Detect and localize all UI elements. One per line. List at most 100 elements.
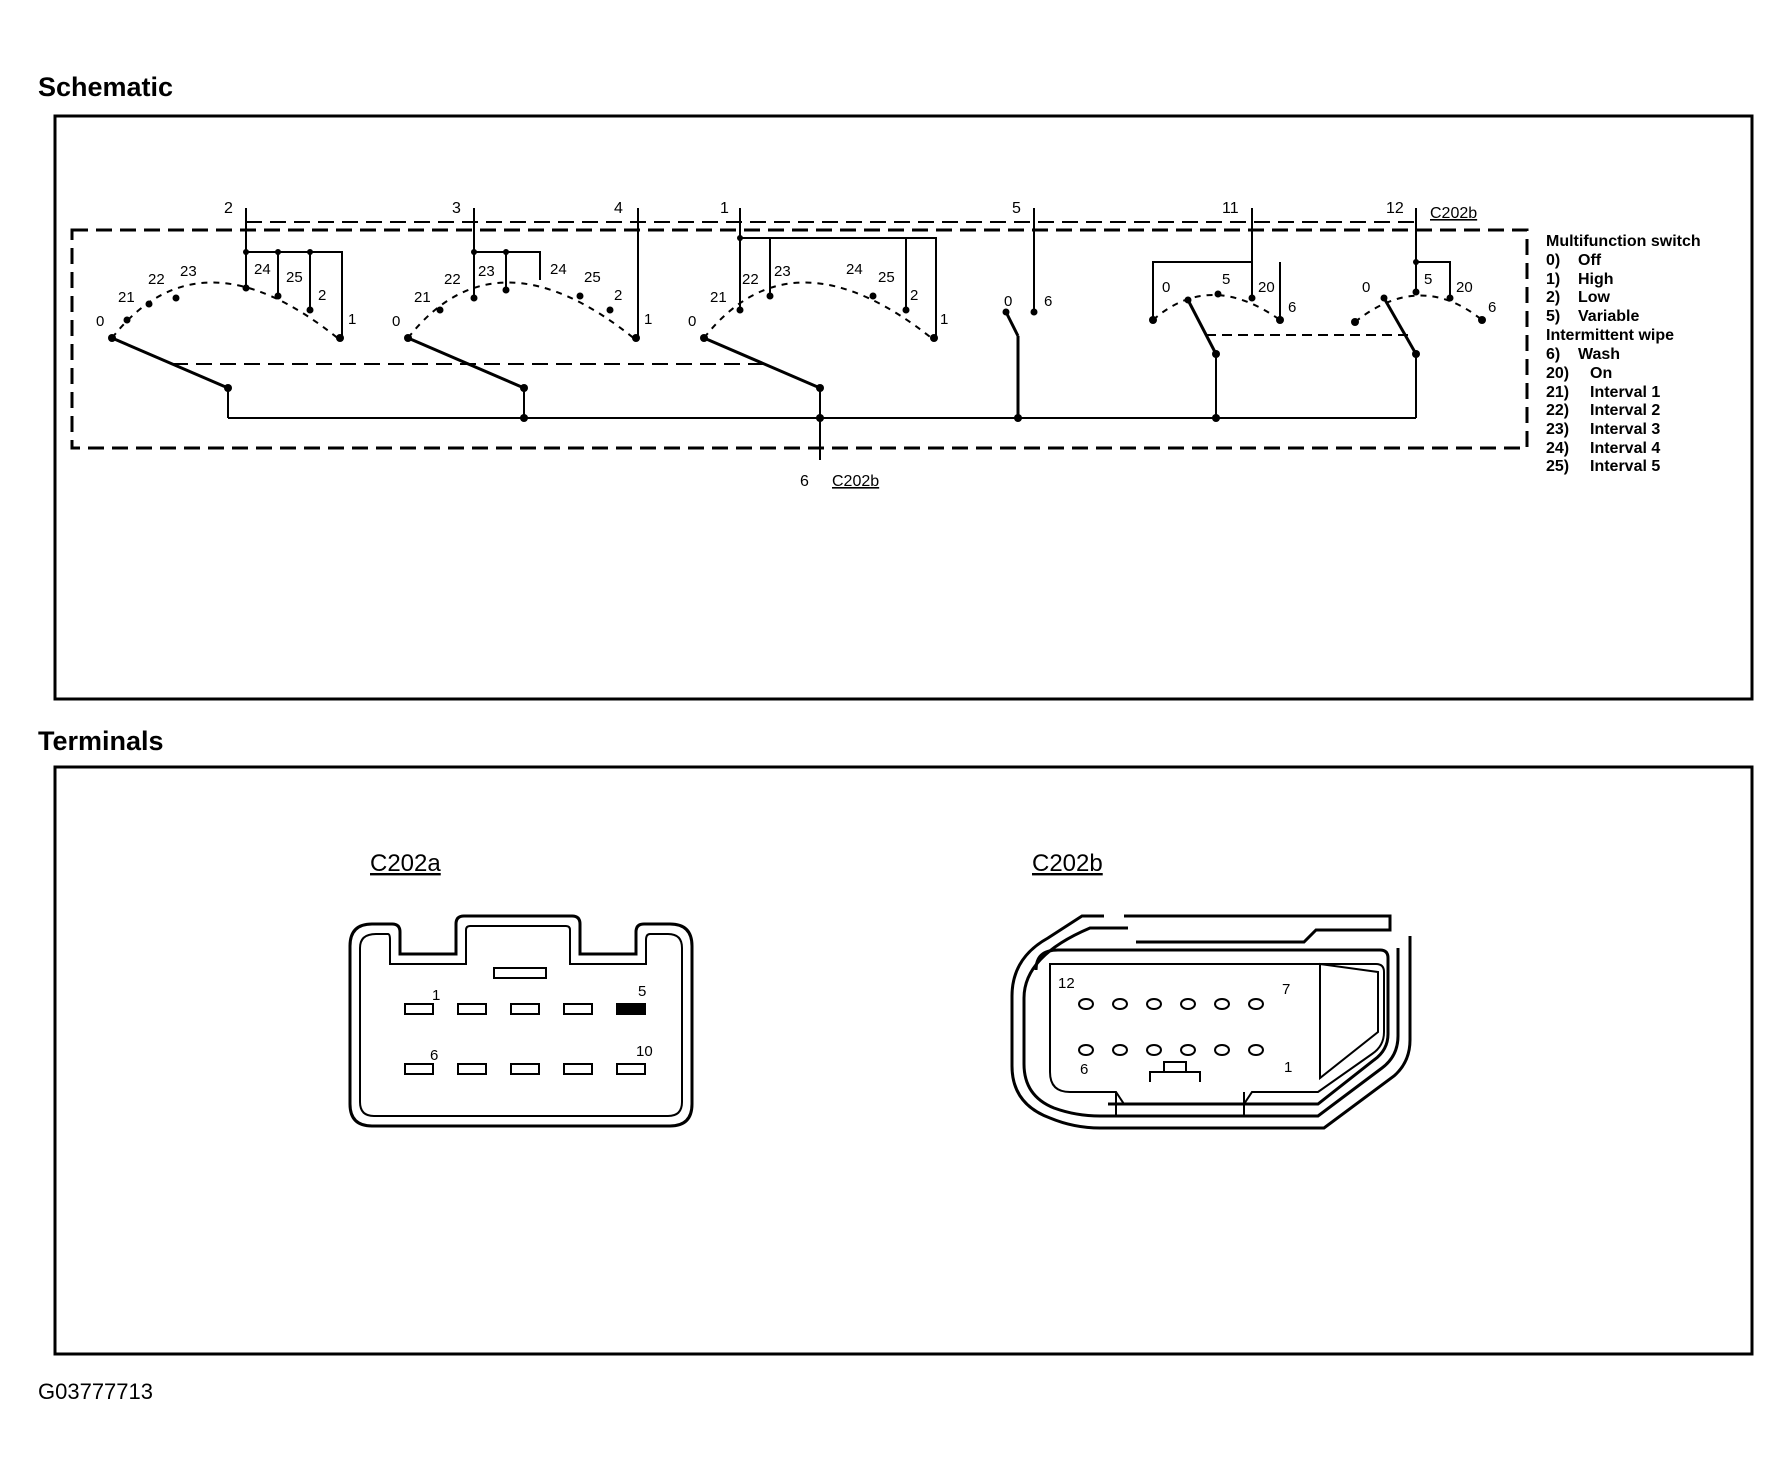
connector-c202b-label: C202b [1032,850,1103,877]
contact-dots [108,235,1486,422]
legend-subtitle: Intermittent wipe [1546,327,1674,344]
connector-c202b: C202b 12 7 6 1 [1010,850,1412,1130]
pin-label: 10 [636,1043,653,1060]
top-pin-labels: 2 3 4 1 5 11 12 C202b 6 C202b [224,200,1477,490]
svg-text:0: 0 [1004,293,1012,310]
position-labels-6: 0 5 20 6 [1362,271,1496,316]
pin-label: 12 [1386,200,1404,217]
svg-text:6: 6 [1488,299,1496,316]
svg-text:5): 5) [1546,308,1560,325]
svg-text:On: On [1590,365,1612,382]
switch-housing-outline [70,228,1529,450]
svg-text:25: 25 [878,269,895,286]
svg-text:0: 0 [96,313,104,330]
switch-group-2 [407,208,639,418]
svg-text:Interval 4: Interval 4 [1590,440,1660,457]
svg-text:20): 20) [1546,365,1569,382]
pin-label: 1 [1284,1059,1292,1076]
svg-text:6: 6 [1288,299,1296,316]
pin-label: 1 [432,987,440,1004]
pin-label: 5 [1012,200,1021,217]
svg-text:21: 21 [414,289,431,306]
legend-title: Multifunction switch [1546,233,1701,250]
position-labels-1: 0 21 22 23 24 25 2 1 [96,261,356,330]
connector-label-bottom: C202b [832,473,879,490]
pin-label: 4 [614,200,623,217]
svg-text:Interval 2: Interval 2 [1590,402,1660,419]
pin-label: 6 [1080,1061,1088,1078]
wash-switch [1004,208,1035,418]
svg-text:23: 23 [180,263,197,280]
svg-text:25): 25) [1546,458,1569,475]
svg-text:0: 0 [392,313,400,330]
svg-text:1): 1) [1546,271,1560,288]
schematic-circuit [70,208,1529,460]
figure-id: G03777713 [38,1379,153,1404]
switch-group-6 [1354,208,1483,418]
svg-text:1: 1 [940,311,948,328]
svg-text:0: 0 [1362,279,1370,296]
position-labels-wash: 0 6 [1004,293,1052,310]
pin-label: 3 [452,200,461,217]
svg-text:Wash: Wash [1578,346,1620,363]
svg-text:21: 21 [710,289,727,306]
terminals-heading: Terminals [38,726,164,756]
svg-text:22: 22 [742,271,759,288]
svg-text:5: 5 [1222,271,1230,288]
svg-text:0: 0 [688,313,696,330]
schematic-frame [53,114,1754,701]
svg-text:6): 6) [1546,346,1560,363]
svg-text:20: 20 [1456,279,1473,296]
svg-text:2: 2 [318,287,326,304]
terminals-frame [53,765,1754,1356]
svg-text:2): 2) [1546,289,1560,306]
pin-label: 6 [800,473,809,490]
svg-text:2: 2 [614,287,622,304]
svg-text:24: 24 [846,261,863,278]
connector-c202a-label: C202a [370,850,441,877]
svg-text:2: 2 [910,287,918,304]
svg-text:Variable: Variable [1578,308,1639,325]
svg-text:21): 21) [1546,384,1569,401]
svg-text:Low: Low [1578,289,1611,306]
svg-text:1: 1 [644,311,652,328]
switch-group-3 [703,208,937,418]
pin-label: 11 [1222,200,1239,217]
switch-group-5 [1152,208,1281,418]
svg-text:20: 20 [1258,279,1275,296]
position-labels-3: 0 21 22 23 24 25 2 1 [688,261,948,330]
svg-text:6: 6 [1044,293,1052,310]
svg-text:0): 0) [1546,252,1560,269]
schematic-heading: Schematic [38,72,173,102]
pin-label: 6 [430,1047,438,1064]
svg-text:0: 0 [1162,279,1170,296]
svg-text:23): 23) [1546,421,1569,438]
svg-text:25: 25 [584,269,601,286]
switch-group-1 [111,208,343,418]
svg-text:22: 22 [444,271,461,288]
pin-label: 12 [1058,975,1075,992]
position-labels-5: 0 5 20 6 [1162,271,1296,316]
position-labels-2: 0 21 22 23 24 25 2 1 [392,261,652,330]
svg-text:21: 21 [118,289,135,306]
connector-c202a: C202a 1 5 6 10 [348,850,694,1128]
pin-label: 2 [224,200,233,217]
svg-text:Interval 5: Interval 5 [1590,458,1660,475]
svg-text:24): 24) [1546,440,1569,457]
svg-text:24: 24 [254,261,271,278]
pin-label: 7 [1282,981,1290,998]
svg-text:22: 22 [148,271,165,288]
svg-text:23: 23 [774,263,791,280]
svg-text:Off: Off [1578,252,1602,269]
svg-text:23: 23 [478,263,495,280]
svg-text:25: 25 [286,269,303,286]
svg-text:Interval 1: Interval 1 [1590,384,1660,401]
svg-text:22): 22) [1546,402,1569,419]
pin-label: 5 [638,983,646,1000]
connector-label-top: C202b [1430,205,1477,222]
svg-text:24: 24 [550,261,567,278]
svg-text:Interval 3: Interval 3 [1590,421,1660,438]
pin-label: 1 [720,200,729,217]
svg-text:5: 5 [1424,271,1432,288]
